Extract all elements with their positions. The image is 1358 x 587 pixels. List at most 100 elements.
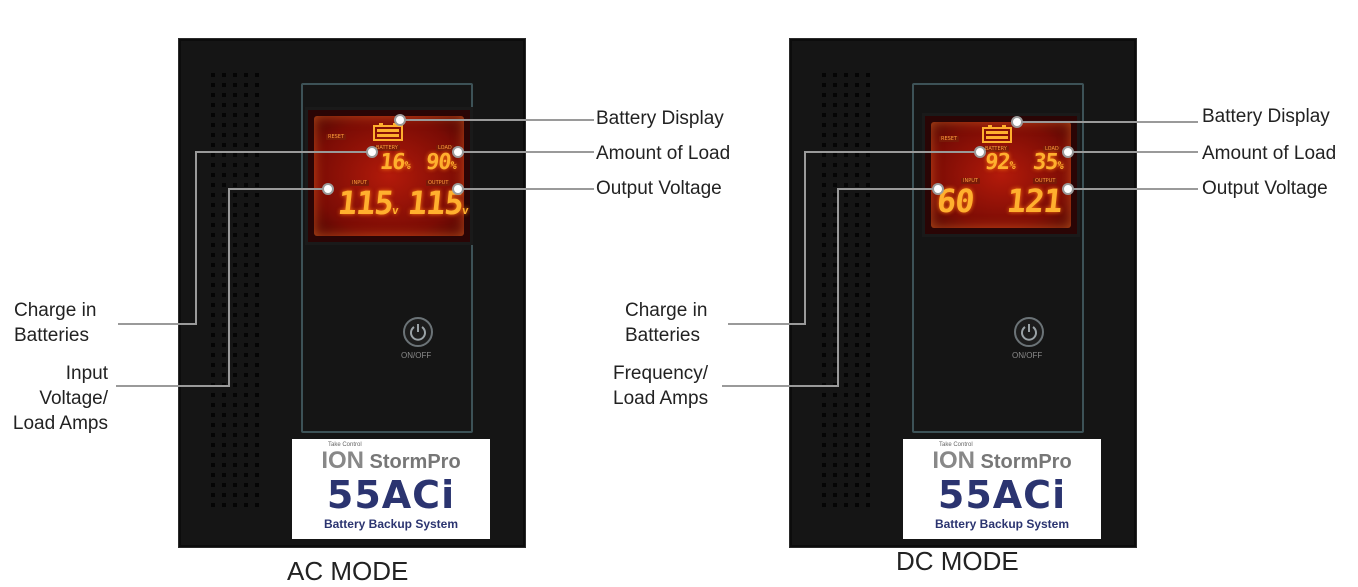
vent-hole bbox=[844, 163, 848, 167]
vent-hole bbox=[222, 133, 226, 137]
vent-hole bbox=[855, 443, 859, 447]
vent-hole bbox=[822, 343, 826, 347]
vent-hole bbox=[211, 173, 215, 177]
vent-hole bbox=[233, 333, 237, 337]
vent-hole bbox=[822, 143, 826, 147]
vent-hole bbox=[233, 483, 237, 487]
vent-hole bbox=[822, 463, 826, 467]
vent-hole bbox=[822, 413, 826, 417]
vent-hole bbox=[244, 193, 248, 197]
vent-hole bbox=[855, 143, 859, 147]
vent-hole bbox=[211, 313, 215, 317]
vent-hole bbox=[222, 103, 226, 107]
vent-hole bbox=[822, 323, 826, 327]
vent-hole bbox=[233, 113, 237, 117]
vent-hole bbox=[866, 193, 870, 197]
vent-hole bbox=[844, 223, 848, 227]
vent-hole bbox=[244, 333, 248, 337]
vent-hole bbox=[855, 153, 859, 157]
vent-hole bbox=[822, 273, 826, 277]
label-charge-dc: Charge in Batteries bbox=[625, 300, 708, 346]
vent-hole bbox=[244, 453, 248, 457]
vent-hole bbox=[211, 163, 215, 167]
vent-hole bbox=[244, 143, 248, 147]
vent-hole bbox=[833, 393, 837, 397]
vent-hole bbox=[211, 393, 215, 397]
vent-hole bbox=[822, 303, 826, 307]
vent-hole bbox=[822, 263, 826, 267]
vent-hole bbox=[822, 393, 826, 397]
vent-hole bbox=[244, 133, 248, 137]
callout-dot bbox=[1011, 116, 1023, 128]
vent-hole bbox=[822, 183, 826, 187]
vent-hole bbox=[844, 493, 848, 497]
vent-hole bbox=[244, 103, 248, 107]
vent-hole bbox=[844, 213, 848, 217]
vent-hole bbox=[233, 253, 237, 257]
vent-hole bbox=[211, 453, 215, 457]
vent-hole bbox=[211, 213, 215, 217]
vent-hole bbox=[866, 283, 870, 287]
vent-hole bbox=[233, 173, 237, 177]
vent-hole bbox=[211, 363, 215, 367]
vent-hole bbox=[822, 163, 826, 167]
mode-caption-dc: DC MODE bbox=[896, 546, 1019, 576]
vent-hole bbox=[844, 303, 848, 307]
label-output-voltage-ac: Output Voltage bbox=[596, 178, 722, 199]
vent-hole bbox=[255, 413, 259, 417]
input-indicator: INPUT bbox=[350, 180, 369, 186]
vent-hole bbox=[844, 503, 848, 507]
vent-hole bbox=[222, 183, 226, 187]
vent-hole bbox=[233, 93, 237, 97]
vent-hole bbox=[833, 193, 837, 197]
power-button[interactable] bbox=[1014, 317, 1044, 347]
vent-hole bbox=[866, 113, 870, 117]
vent-hole bbox=[255, 243, 259, 247]
vent-hole bbox=[833, 503, 837, 507]
vent-hole bbox=[233, 213, 237, 217]
vent-hole bbox=[855, 473, 859, 477]
vent-hole bbox=[866, 213, 870, 217]
callout-dot bbox=[1062, 183, 1074, 195]
vent-hole bbox=[844, 253, 848, 257]
vent-hole bbox=[855, 283, 859, 287]
vent-hole bbox=[211, 273, 215, 277]
vent-hole bbox=[233, 133, 237, 137]
vent-hole bbox=[255, 423, 259, 427]
vent-hole bbox=[833, 203, 837, 207]
vent-hole bbox=[866, 233, 870, 237]
vent-hole bbox=[866, 143, 870, 147]
vent-hole bbox=[222, 83, 226, 87]
vent-hole bbox=[255, 213, 259, 217]
callout-dot bbox=[452, 183, 464, 195]
vent-hole bbox=[244, 303, 248, 307]
vent-hole bbox=[211, 373, 215, 377]
brand-plate-dc: Take Control ION StormPro 55ACi Battery … bbox=[903, 439, 1101, 539]
vent-hole bbox=[233, 503, 237, 507]
vent-hole bbox=[866, 493, 870, 497]
vent-hole bbox=[844, 73, 848, 77]
vent-hole bbox=[233, 403, 237, 407]
vent-hole bbox=[844, 473, 848, 477]
vent-hole bbox=[822, 403, 826, 407]
vent-hole bbox=[855, 103, 859, 107]
vent-hole bbox=[855, 383, 859, 387]
vent-hole bbox=[222, 163, 226, 167]
power-button[interactable] bbox=[403, 317, 433, 347]
vent-hole bbox=[844, 103, 848, 107]
vent-hole bbox=[211, 493, 215, 497]
vent-hole bbox=[222, 313, 226, 317]
vent-hole bbox=[244, 353, 248, 357]
display-frame bbox=[912, 83, 1084, 433]
vent-hole bbox=[244, 503, 248, 507]
vent-hole bbox=[833, 143, 837, 147]
vent-hole bbox=[855, 433, 859, 437]
vent-hole bbox=[222, 453, 226, 457]
vent-hole bbox=[255, 333, 259, 337]
vent-hole bbox=[233, 363, 237, 367]
vent-hole bbox=[866, 273, 870, 277]
output-indicator: OUTPUT bbox=[426, 180, 451, 186]
lcd-display-dc: RESET BATTERY LOAD 92% 35% INPUT OUTPUT … bbox=[922, 113, 1080, 237]
